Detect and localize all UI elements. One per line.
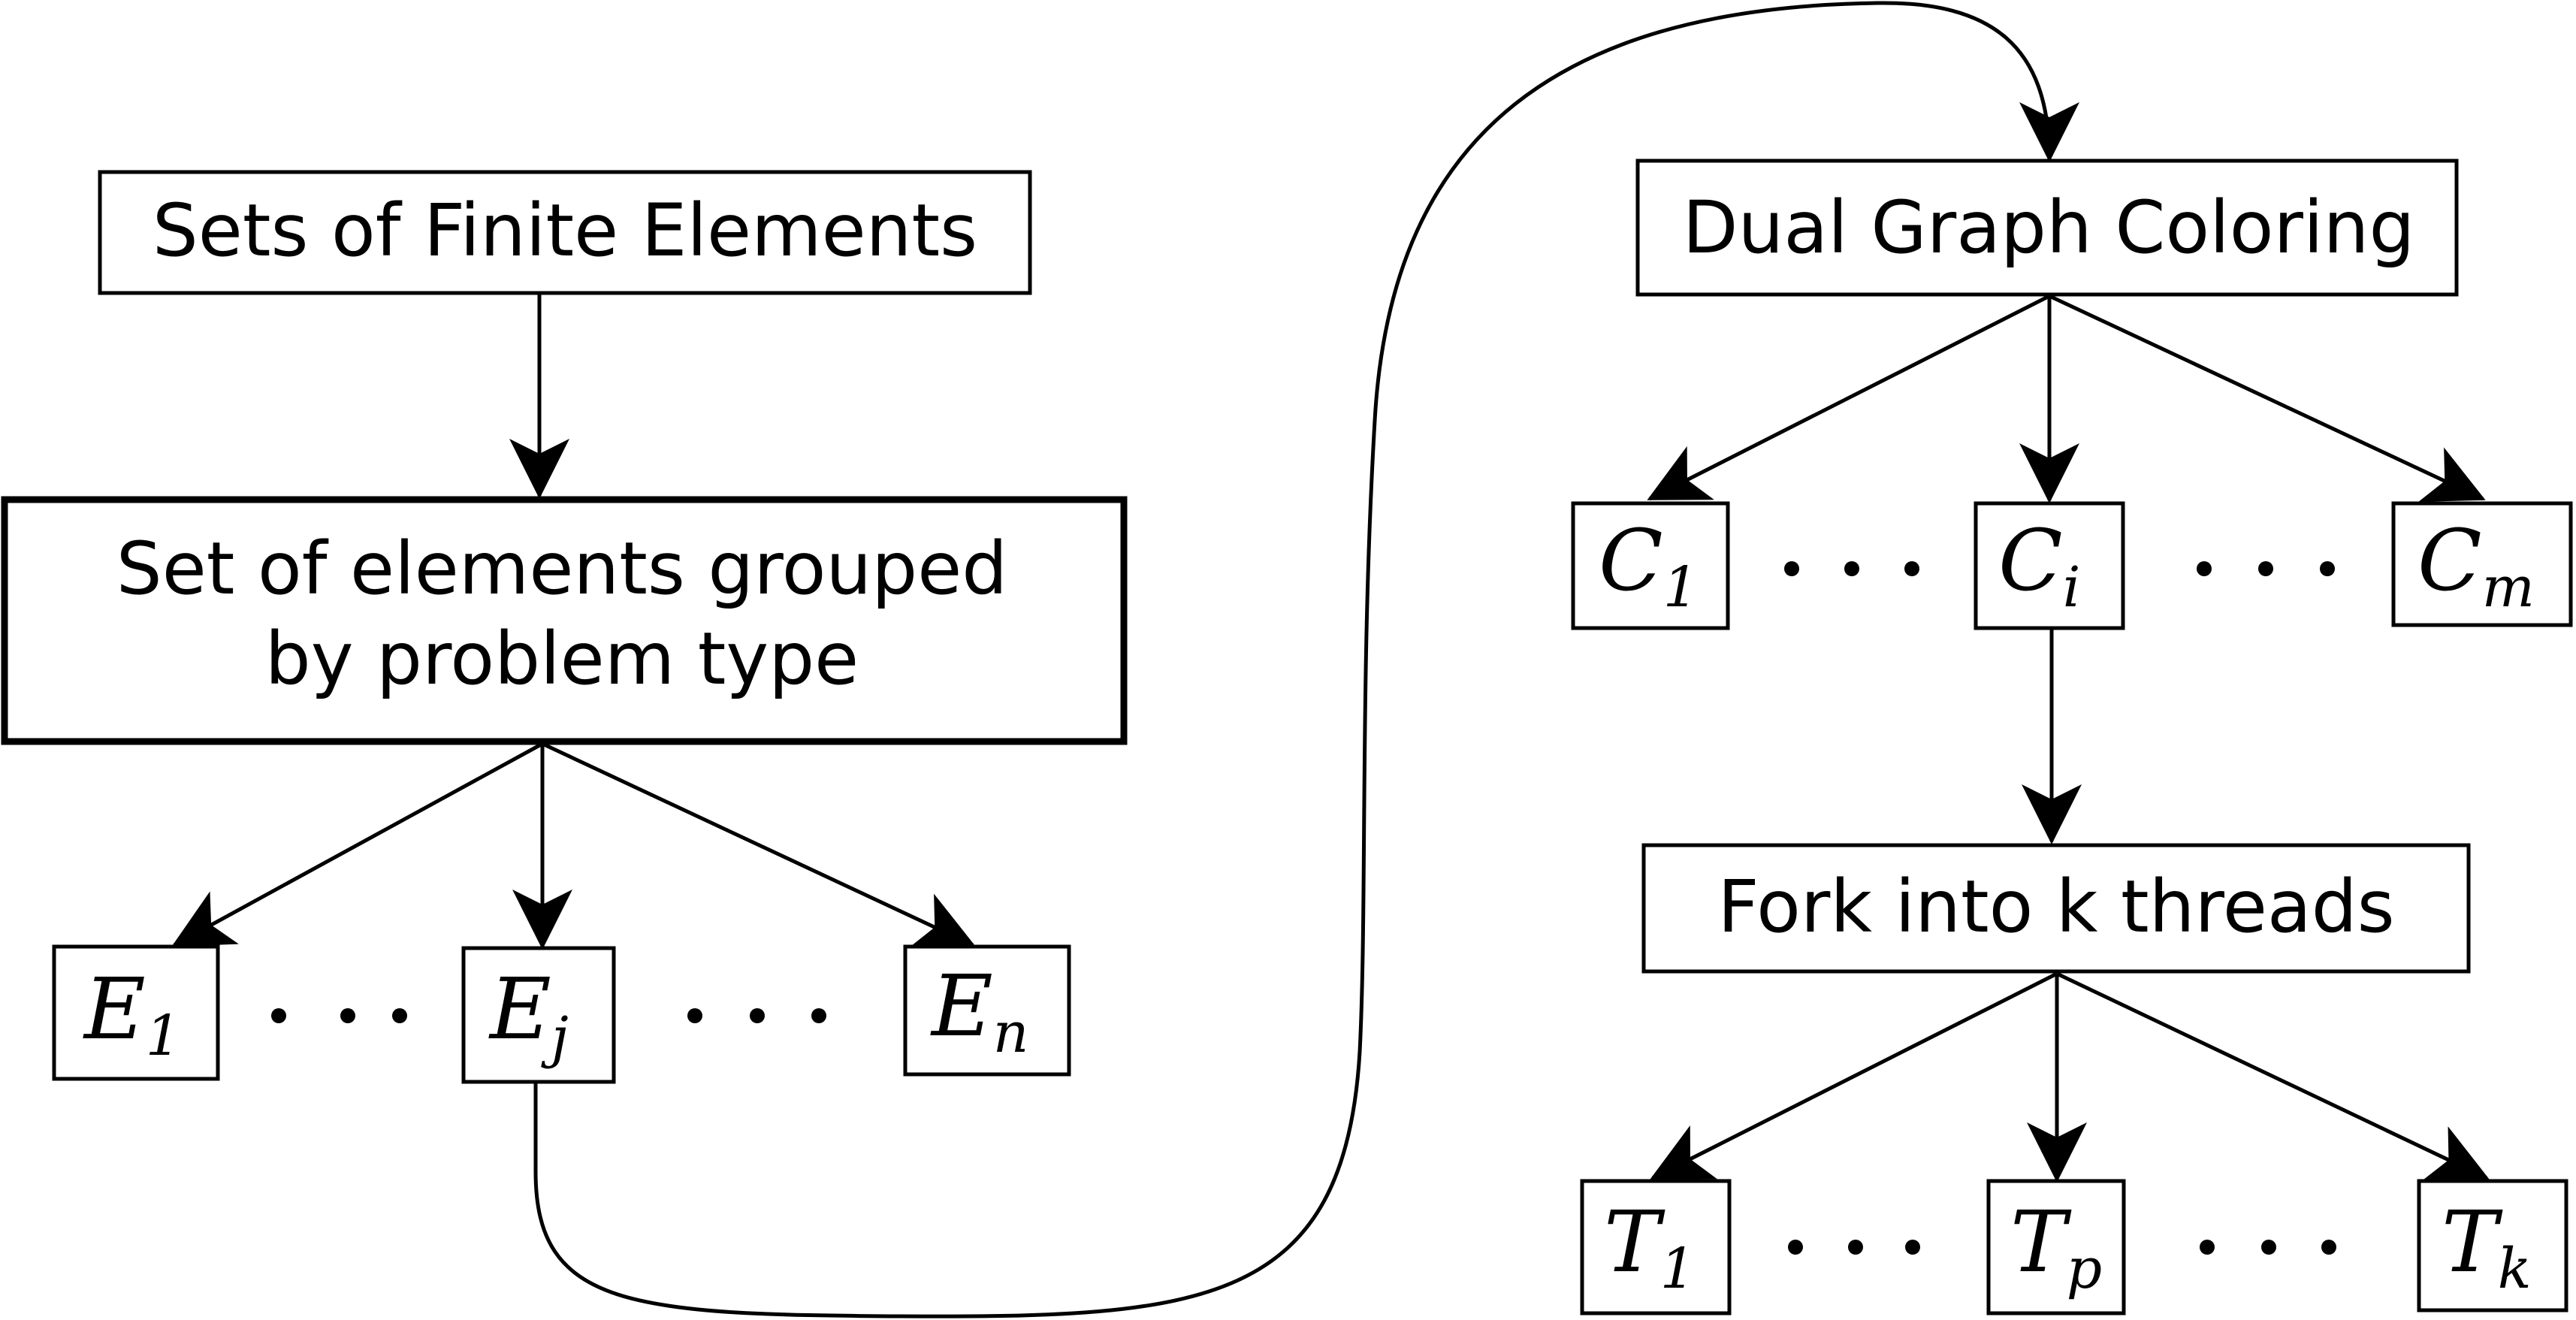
ellipsis-t-left bbox=[1788, 1240, 1920, 1255]
svg-text:Ci: Ci bbox=[1998, 512, 2080, 620]
element-base: E bbox=[83, 961, 146, 1059]
node-label-fork-into-threads: Fork into k threads bbox=[1717, 865, 2394, 949]
ellipsis-e-left bbox=[271, 1008, 407, 1023]
element-box-en: En bbox=[903, 944, 1071, 1077]
thread-box-tk: Tk bbox=[2417, 1179, 2568, 1312]
color-sub: 1 bbox=[1663, 555, 1699, 620]
node-label-grouped-line1: Set of elements grouped bbox=[116, 527, 1007, 611]
color-box-c1: C1 bbox=[1571, 501, 1730, 630]
edge-fork-to-tk bbox=[2055, 971, 2490, 1181]
thread-base: T bbox=[1604, 1194, 1665, 1291]
node-fork-into-threads: Fork into k threads bbox=[1641, 843, 2471, 974]
node-label-dual-graph-coloring: Dual Graph Coloring bbox=[1683, 186, 2415, 270]
edges bbox=[171, 1, 2490, 1318]
svg-text:C1: C1 bbox=[1599, 512, 1699, 620]
edge-ej-to-dual-graph-coloring bbox=[533, 1, 2079, 1318]
edge-grouped-to-en bbox=[541, 742, 976, 949]
thread-box-tp: Tp bbox=[1986, 1179, 2126, 1315]
thread-sub: p bbox=[2067, 1237, 2102, 1301]
thread-box-t1: T1 bbox=[1580, 1179, 1732, 1315]
node-grouped-by-problem-type: Set of elements grouped by problem type bbox=[1, 496, 1128, 745]
edge-dgc-to-c1 bbox=[1647, 294, 2051, 501]
node-label-sets-of-finite-elements: Sets of Finite Elements bbox=[153, 189, 977, 273]
ellipsis-t-right bbox=[2200, 1240, 2336, 1255]
thread-sub: 1 bbox=[1660, 1237, 1696, 1301]
element-sub: n bbox=[993, 1001, 1029, 1065]
node-dual-graph-coloring: Dual Graph Coloring bbox=[1635, 159, 2459, 297]
svg-text:Cm: Cm bbox=[2417, 512, 2535, 620]
element-base: E bbox=[488, 961, 551, 1059]
thread-sub: k bbox=[2498, 1237, 2532, 1301]
node-label-grouped-line2: by problem type bbox=[265, 617, 859, 701]
element-box-ej: Ej bbox=[461, 946, 616, 1084]
ellipsis-e-right bbox=[687, 1008, 826, 1023]
svg-text:Ej: Ej bbox=[488, 961, 569, 1070]
svg-text:T1: T1 bbox=[1604, 1194, 1696, 1301]
element-box-e1: E1 bbox=[52, 944, 220, 1081]
edge-dgc-to-cm bbox=[2048, 294, 2486, 503]
svg-text:E1: E1 bbox=[83, 961, 181, 1068]
ellipsis-c-left bbox=[1784, 561, 1919, 576]
color-base: C bbox=[1998, 512, 2063, 610]
color-base: C bbox=[2417, 512, 2482, 610]
edge-grouped-to-e1 bbox=[171, 742, 544, 947]
element-base: E bbox=[930, 958, 993, 1056]
svg-text:En: En bbox=[930, 958, 1028, 1065]
color-box-cm: Cm bbox=[2391, 501, 2573, 627]
node-sets-of-finite-elements: Sets of Finite Elements bbox=[98, 170, 1032, 295]
ellipsis-c-right bbox=[2197, 561, 2335, 576]
color-box-ci: Ci bbox=[1974, 501, 2125, 630]
element-sub: 1 bbox=[146, 1004, 181, 1068]
color-sub: m bbox=[2482, 555, 2535, 620]
edge-fork-to-t1 bbox=[1650, 971, 2058, 1180]
color-sub: i bbox=[2063, 555, 2081, 620]
thread-base: T bbox=[2010, 1194, 2072, 1291]
thread-base: T bbox=[2442, 1194, 2503, 1291]
svg-text:Tp: Tp bbox=[2010, 1194, 2102, 1301]
svg-text:Tk: Tk bbox=[2442, 1194, 2532, 1301]
color-base: C bbox=[1599, 512, 1663, 610]
